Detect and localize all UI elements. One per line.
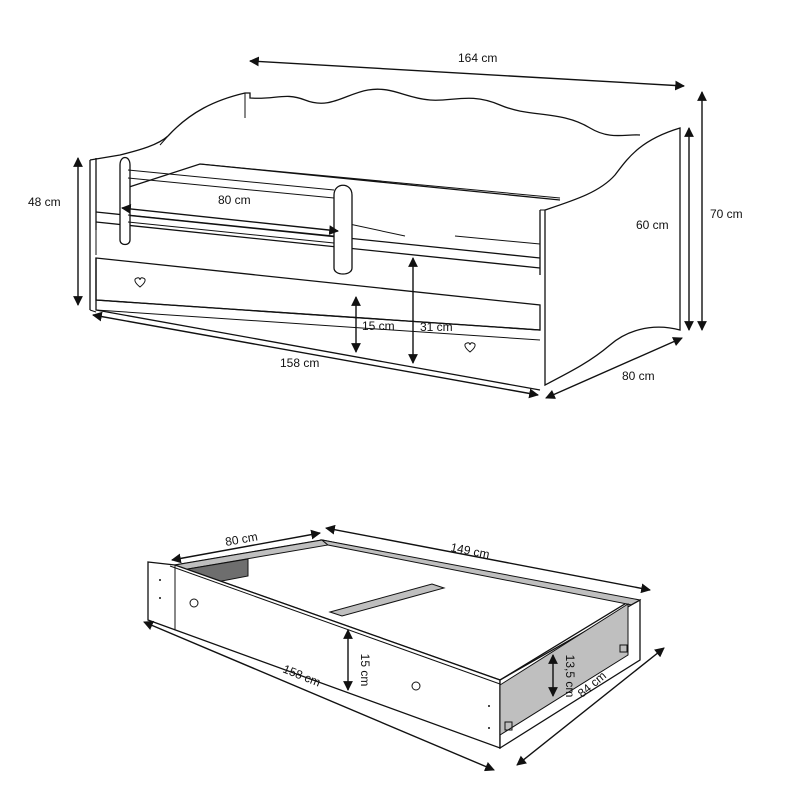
bed-height-front-label: 48 cm [28,195,61,209]
bed-drawer-front [95,257,541,391]
knob-icon [189,598,199,608]
bed-drawer-height-label: 15 cm [362,319,395,333]
bed-backrest [167,88,641,137]
drawer-dimensions [143,524,665,772]
bed-depth-top-label: 80 cm [218,193,251,207]
bed-height-back-label: 70 cm [710,207,743,221]
bed-right-panel [544,127,681,387]
drawer-depth-label: 80 cm [224,529,259,548]
drawer-height-label: 15 cm [358,654,372,687]
drawer-height-back-label: 13,5 cm [563,655,577,698]
drawer-length-inner-label: 149 cm [449,540,490,561]
daybed-drawing [89,88,681,391]
bed-width-top-label: 164 cm [458,51,497,65]
bed-height-side-label: 60 cm [636,218,669,232]
bed-width-bottom-label: 158 cm [280,356,319,370]
heart-icon [464,342,476,353]
bed-left-panel [89,135,169,161]
bed-dimensions [73,56,707,399]
bed-underbed-height-label: 31 cm [420,320,453,334]
drawer-drawing [147,539,642,750]
heart-icon [134,277,146,288]
bed-depth-side-label: 80 cm [622,369,655,383]
